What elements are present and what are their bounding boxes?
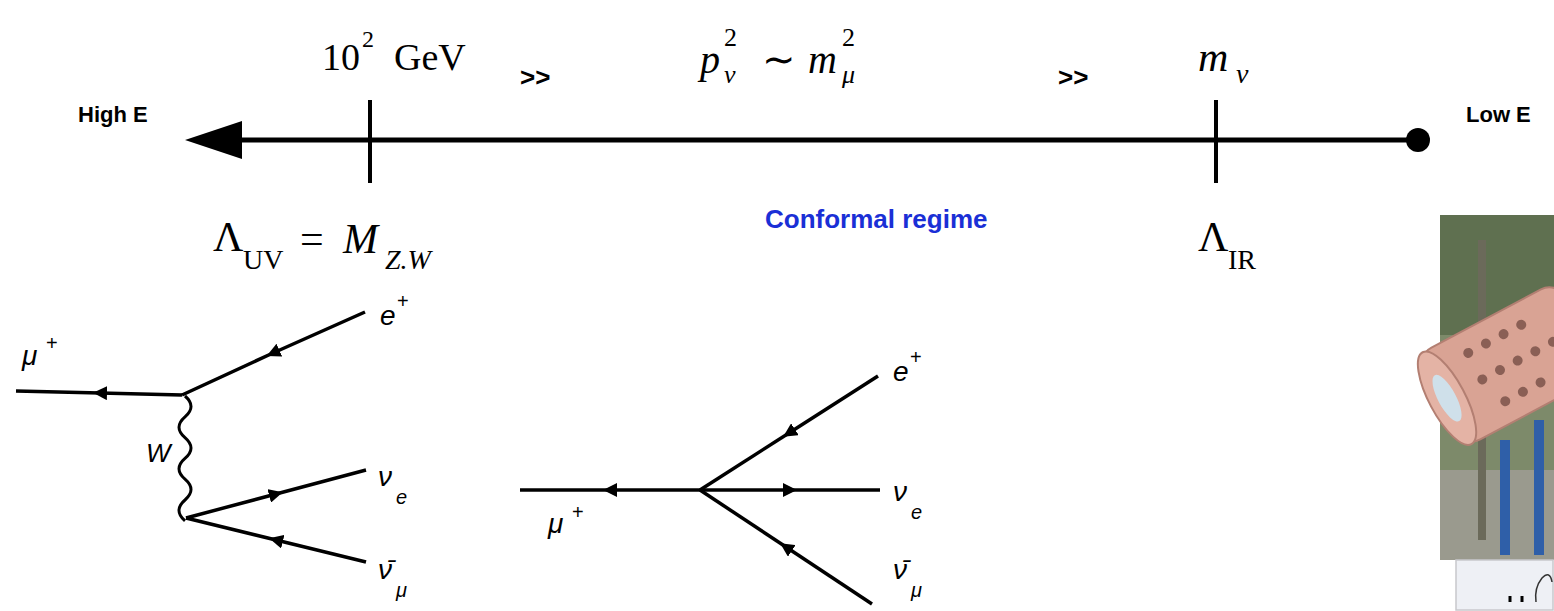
subscript: e <box>396 487 407 507</box>
particle-label: ν̄ <box>378 556 392 584</box>
math-symbol: p <box>700 40 720 80</box>
subscript: ν <box>1236 60 1248 88</box>
exponent: 2 <box>362 27 374 51</box>
charge-sign: + <box>910 347 922 367</box>
axis-end-label: Low E <box>1466 104 1531 126</box>
math-symbol: m <box>1198 36 1228 78</box>
particle-label: ν <box>893 478 907 506</box>
subscript: UV <box>243 246 283 274</box>
charge-sign: + <box>397 291 409 311</box>
particle-label: μ <box>548 510 563 538</box>
subscript: IR <box>1228 246 1256 274</box>
subscript: e <box>911 502 922 522</box>
math-symbol: Λ <box>213 216 243 258</box>
math-symbol: ∼ <box>762 40 796 80</box>
subscript: Z.W <box>385 246 431 274</box>
detector-photo <box>1407 215 1554 560</box>
particle-label: μ <box>22 342 37 370</box>
particle-label: ν̄ <box>893 556 907 584</box>
exponent: 2 <box>842 25 855 51</box>
math-symbol: M <box>343 218 378 260</box>
particle-label: e <box>380 302 396 330</box>
feynman-diagram-w <box>16 312 366 562</box>
unit: GeV <box>394 38 466 76</box>
math-symbol: = <box>300 218 324 260</box>
charge-sign: + <box>46 333 58 353</box>
feynman-diagram-contact <box>520 376 880 604</box>
math-symbol: Λ <box>1198 216 1228 258</box>
subscript: μ <box>396 580 407 600</box>
scale-value: 10 <box>322 38 360 76</box>
subscript: ν <box>724 62 736 88</box>
boson-label: W <box>146 440 171 466</box>
subscript: μ <box>842 62 855 88</box>
exponent: 2 <box>724 25 737 51</box>
math-symbol: m <box>808 40 837 80</box>
much-greater-sign: >> <box>520 64 550 90</box>
charge-sign: + <box>572 502 584 522</box>
energy-axis <box>185 100 1430 183</box>
particle-label: ν <box>378 463 392 491</box>
much-greater-sign: >> <box>1058 64 1088 90</box>
cropped-note <box>1456 560 1553 610</box>
subscript: μ <box>911 580 922 600</box>
region-label: Conformal regime <box>765 206 988 232</box>
particle-label: e <box>893 358 909 386</box>
axis-end-label: High E <box>78 104 148 126</box>
